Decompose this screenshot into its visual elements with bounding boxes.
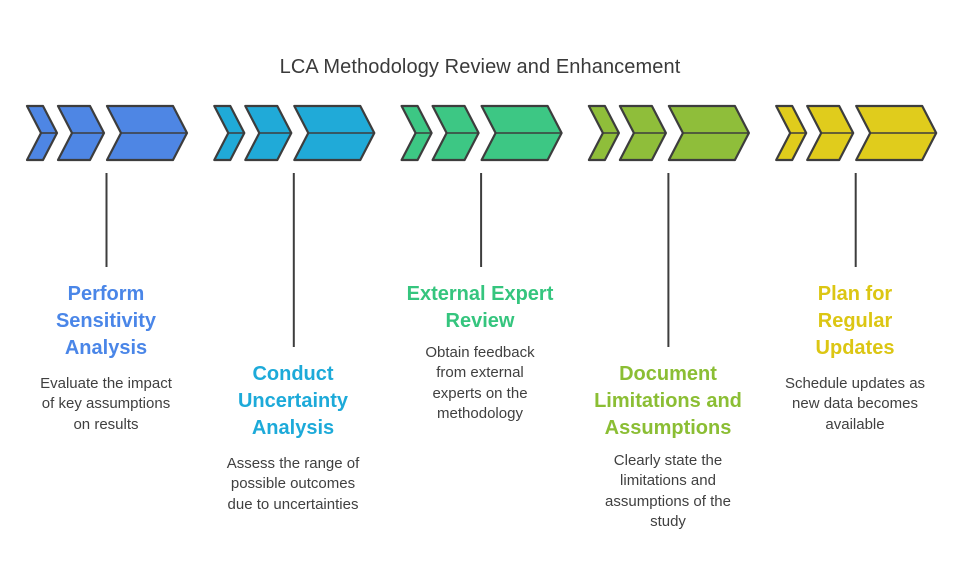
step-heading: Plan for Regular Updates bbox=[760, 281, 950, 362]
step-description: Clearly state the limitations and assump… bbox=[573, 451, 763, 532]
step-heading: Conduct Uncertainty Analysis bbox=[198, 361, 388, 442]
chevron-group bbox=[587, 104, 750, 162]
step-heading: Perform Sensitivity Analysis bbox=[11, 281, 201, 362]
step-heading-line: Document bbox=[619, 363, 717, 385]
step-description-line: new data becomes bbox=[792, 395, 918, 413]
step-sensitivity-analysis: Perform Sensitivity Analysis Evaluate th… bbox=[11, 281, 201, 435]
step-description: Schedule updates as new data becomes ava… bbox=[760, 374, 950, 435]
step-description-line: limitations and bbox=[620, 472, 716, 490]
step-description-line: Assess the range of bbox=[226, 455, 360, 472]
step-heading-line: Conduct bbox=[252, 363, 334, 385]
chevron-group bbox=[775, 104, 938, 162]
step-description-line: from external bbox=[436, 364, 524, 382]
step-heading-line: Uncertainty bbox=[237, 390, 349, 412]
step-heading: External Expert Review bbox=[385, 281, 575, 335]
step-uncertainty-analysis: Conduct Uncertainty Analysis Assess the … bbox=[198, 361, 388, 515]
step-description-line: Evaluate the impact bbox=[40, 375, 172, 392]
step-description-line: due to uncertainties bbox=[227, 495, 359, 513]
step-heading: Document Limitations and Assumptions bbox=[573, 361, 763, 442]
chevron-group bbox=[400, 104, 563, 162]
step-description-line: on results bbox=[73, 415, 139, 433]
step-heading-line: Plan for bbox=[817, 283, 893, 305]
step-heading-line: Limitations and bbox=[594, 390, 742, 412]
step-heading-line: Assumptions bbox=[604, 417, 732, 439]
step-description-line: assumptions of the bbox=[605, 492, 731, 510]
step-description-line: of key assumptions bbox=[41, 395, 171, 413]
step-description-line: possible outcomes bbox=[230, 475, 356, 493]
step-description: Obtain feedback from external experts on… bbox=[385, 343, 575, 424]
step-description-line: study bbox=[650, 512, 686, 530]
chevron-group bbox=[213, 104, 376, 162]
step-heading-line: Updates bbox=[815, 337, 895, 359]
step-description-line: methodology bbox=[437, 404, 523, 422]
step-description-line: Schedule updates as bbox=[784, 375, 926, 392]
step-regular-updates: Plan for Regular Updates Schedule update… bbox=[760, 281, 950, 435]
step-external-expert-review: External Expert Review Obtain feedback f… bbox=[385, 281, 575, 424]
step-description-line: Clearly state the bbox=[613, 452, 723, 469]
step-heading-line: Sensitivity bbox=[55, 310, 157, 332]
step-heading-line: Analysis bbox=[251, 417, 335, 439]
step-heading-line: External Expert bbox=[406, 283, 554, 305]
step-heading-line: Review bbox=[445, 310, 515, 332]
chevron-group bbox=[25, 104, 189, 162]
step-description: Evaluate the impact of key assumptions o… bbox=[11, 374, 201, 435]
step-description-line: experts on the bbox=[432, 384, 528, 402]
step-description-line: Obtain feedback bbox=[425, 344, 535, 361]
step-heading-line: Perform bbox=[67, 283, 145, 305]
step-description-line: available bbox=[825, 415, 885, 433]
step-heading-line: Analysis bbox=[64, 337, 148, 359]
diagram-title: LCA Methodology Review and Enhancement bbox=[279, 56, 681, 78]
step-document-limitations: Document Limitations and Assumptions Cle… bbox=[573, 361, 763, 532]
step-heading-line: Regular bbox=[817, 310, 893, 332]
step-description: Assess the range of possible outcomes du… bbox=[198, 454, 388, 515]
